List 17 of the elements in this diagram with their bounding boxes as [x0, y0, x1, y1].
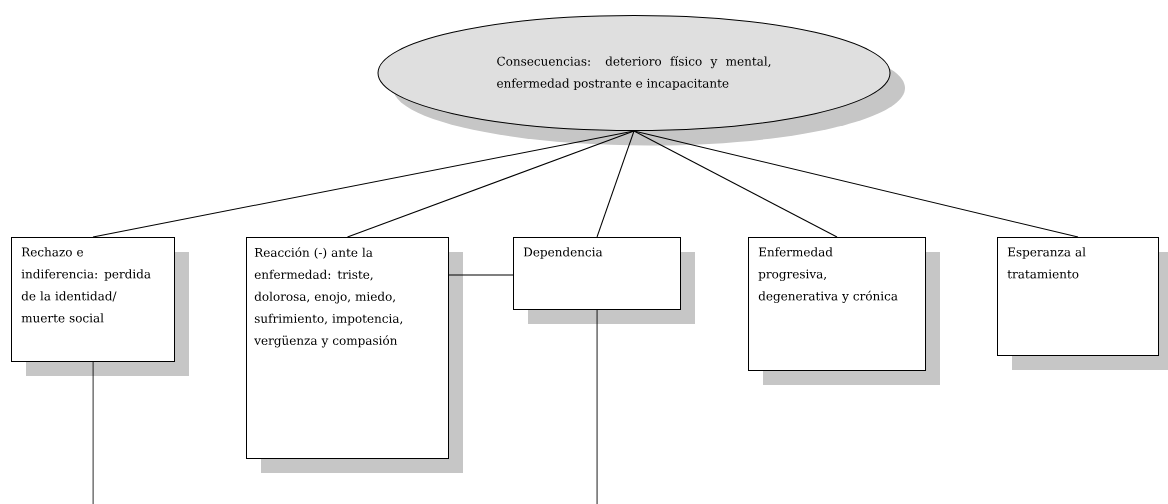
connector-line [92, 361, 94, 504]
node-label: Enfermedad progresiva, degenerativa y crónica [758, 247, 898, 303]
connector-line [596, 130, 635, 238]
text-box [11, 237, 175, 362]
connector-line [596, 309, 598, 504]
node-label: Rechazo e indiferencia: perdida de la identidad/ muerte social [21, 247, 151, 323]
text-box [997, 237, 1159, 356]
connector-line [347, 130, 635, 238]
node-label: Esperanza al tratamiento [1007, 247, 1086, 279]
connector-line [633, 130, 838, 238]
text-box [748, 237, 926, 371]
node-label: Dependencia [523, 247, 603, 259]
connector-line [633, 130, 1079, 238]
text-box [513, 237, 681, 310]
node-label: Reacción (-) ante la enfermedad: triste, dolorosa, enojo, miedo, sufrimiento, impotencia, vergüenza y compasión [254, 247, 403, 348]
text-box [246, 237, 449, 459]
connector-line [448, 274, 514, 276]
